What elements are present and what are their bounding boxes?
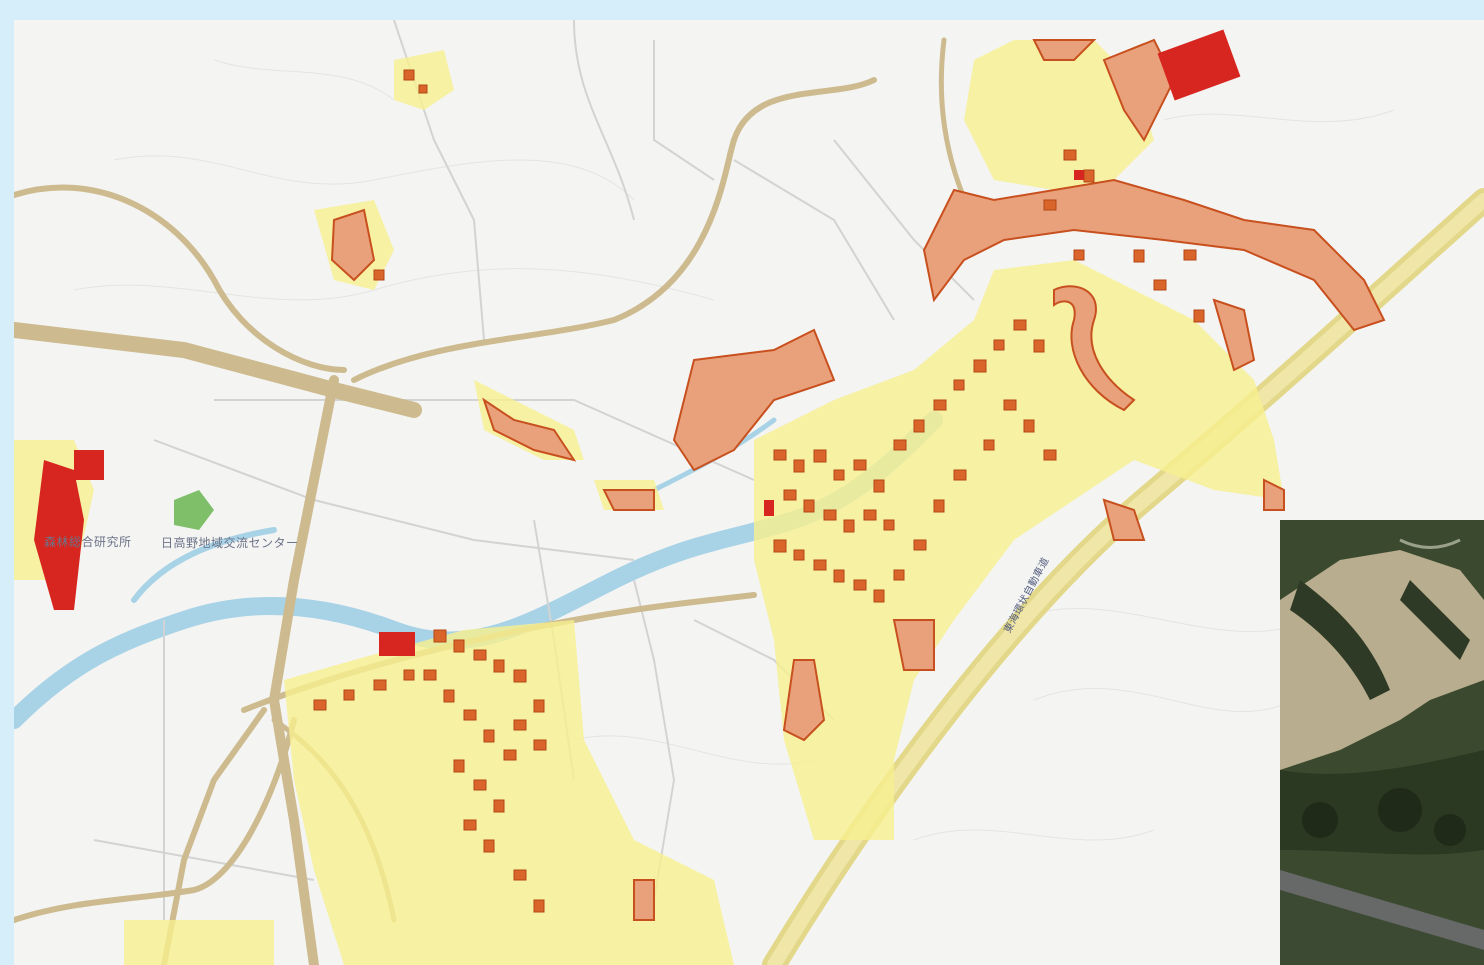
terrain-contours — [73, 59, 1395, 841]
hazard-zones-red — [34, 29, 1241, 656]
facility-green-area — [174, 490, 214, 530]
aerial-photo — [1280, 520, 1484, 965]
main-roads — [14, 37, 977, 965]
facility-label-2: 日高野地域交流センター — [161, 536, 299, 550]
map-canvas — [14, 20, 1484, 965]
hazard-buildings — [313, 69, 1205, 913]
facility-label-1: 森林総合研究所 — [44, 535, 132, 549]
hazard-map[interactable]: 森林総合研究所 日高野地域交流センター 東海環状自動車道 — [14, 20, 1484, 965]
aerial-photo-inset — [1280, 520, 1484, 965]
hazard-zones-orange — [330, 38, 1386, 921]
